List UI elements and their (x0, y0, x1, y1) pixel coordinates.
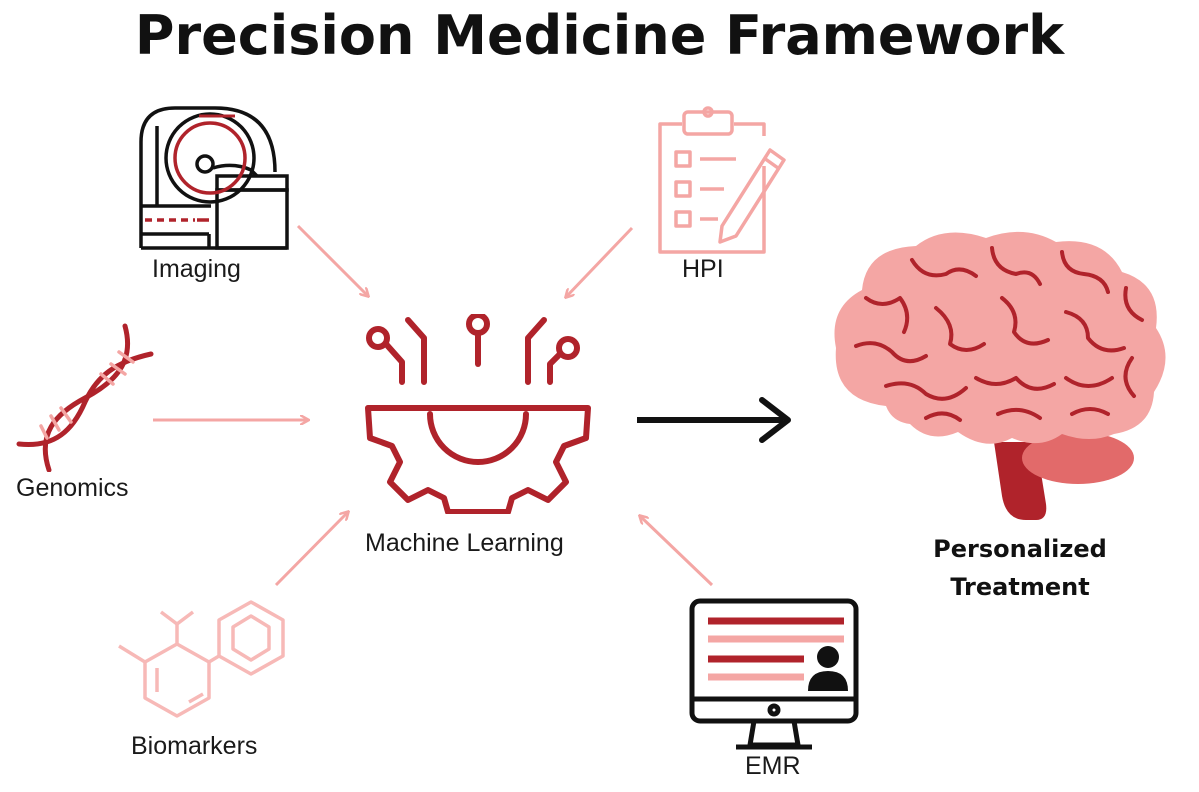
output-label-line2: Treatment (950, 573, 1090, 601)
gear-circuit-icon (365, 314, 591, 514)
emr-label: EMR (745, 752, 801, 780)
imaging-label: Imaging (152, 255, 241, 283)
output-label: Personalized Treatment (900, 530, 1140, 606)
arrow-imaging (296, 224, 368, 296)
machine-learning-label: Machine Learning (365, 529, 564, 557)
brain-icon (834, 231, 1166, 520)
mri-scanner-icon (139, 106, 289, 250)
computer-monitor-record-icon (689, 598, 859, 750)
genomics-label: Genomics (16, 474, 129, 502)
page-title: Precision Medicine Framework (134, 4, 1065, 67)
arrow-biomarkers (274, 512, 348, 587)
biomarkers-label: Biomarkers (131, 732, 258, 760)
hpi-label: HPI (682, 255, 724, 283)
dna-helix-icon (16, 323, 154, 472)
arrow-emr (640, 516, 714, 587)
output-label-line1: Personalized (933, 535, 1107, 563)
clipboard-checklist-icon (658, 106, 786, 254)
arrow-output (637, 397, 791, 443)
molecule-icon (118, 600, 285, 718)
arrow-hpi (566, 226, 634, 297)
